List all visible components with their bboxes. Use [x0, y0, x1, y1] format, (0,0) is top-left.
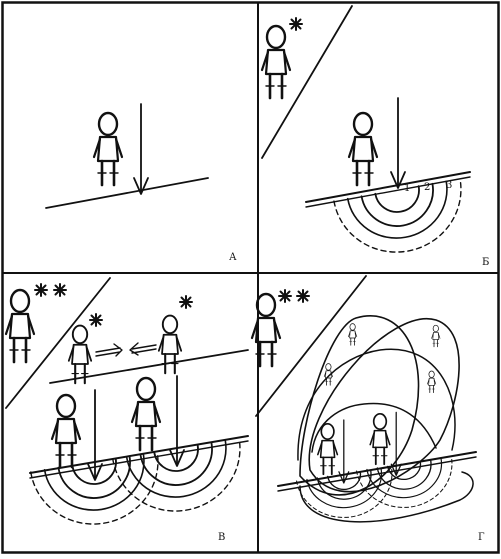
overlapping-rings — [297, 315, 474, 523]
impact-rings — [29, 451, 168, 535]
impact-rings — [333, 177, 472, 264]
diagonal-separator — [5, 277, 111, 409]
impact-rings — [111, 438, 250, 522]
panel-d: Г — [250, 275, 485, 543]
panel-c: В — [4, 277, 250, 543]
panel-label-a: А — [229, 252, 237, 263]
stick-person-icon — [50, 393, 82, 469]
arrow-down-icon — [390, 97, 406, 189]
panel-label-b: Б — [482, 257, 489, 268]
stick-person-icon — [316, 422, 339, 476]
stick-person-icon — [427, 370, 437, 393]
panel-label-c: В — [218, 532, 225, 543]
ground-slope-lower — [305, 176, 471, 208]
star-icon — [278, 289, 292, 303]
ground-slope-lower — [277, 456, 477, 492]
ring-number-3: 3 — [446, 180, 452, 191]
stick-person-icon — [4, 288, 36, 364]
star-icon — [34, 283, 48, 297]
double-arrow-icon — [95, 342, 157, 357]
ground-slope — [45, 177, 209, 209]
diagonal-separator — [261, 5, 353, 159]
stick-person-icon — [67, 324, 93, 385]
star-icon — [289, 17, 303, 31]
stick-person-icon — [323, 363, 333, 386]
ground-slope-upper — [305, 171, 471, 203]
stick-person-icon — [348, 323, 358, 346]
arrow-down-icon — [133, 103, 149, 195]
ground-slope-upper — [29, 435, 249, 474]
star-icon — [89, 313, 103, 327]
stick-person-icon — [369, 412, 391, 466]
stick-person-icon — [92, 111, 124, 187]
panel-b: 1 2 3 Б — [260, 5, 489, 268]
stick-person-icon — [130, 376, 162, 452]
panel-label-d: Г — [478, 532, 485, 543]
stick-person-icon — [250, 292, 282, 368]
ring-number-2: 2 — [424, 182, 430, 193]
stick-person-icon — [347, 111, 379, 187]
impact-rings — [355, 456, 460, 515]
stick-person-icon — [260, 24, 292, 100]
star-icon — [53, 283, 67, 297]
panel-a: А — [45, 103, 237, 263]
diagonal-separator — [255, 275, 367, 417]
star-icon — [179, 295, 193, 309]
ring-number-1: 1 — [404, 183, 410, 194]
star-icon — [296, 289, 310, 303]
stick-person-icon — [431, 324, 441, 348]
divider-line — [49, 349, 249, 384]
